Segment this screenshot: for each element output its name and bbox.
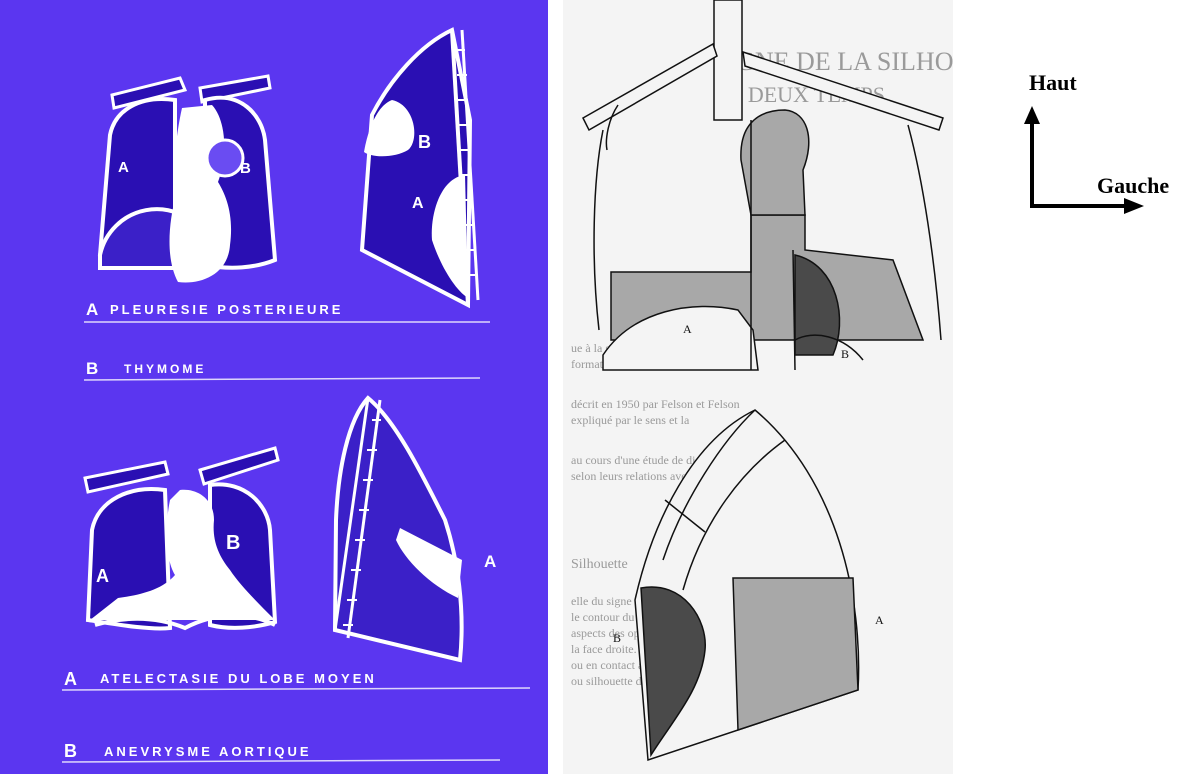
case2-caption-b-letter: B — [64, 741, 80, 761]
case1-frontal-label-a: A — [118, 159, 129, 176]
case2-frontal-label-b: B — [226, 532, 240, 554]
ghost-line: expliqué par le sens et la — [571, 413, 690, 427]
case2-lateral-label-a: A — [484, 552, 496, 571]
ghost-line: Silhouette — [571, 557, 628, 572]
frontal-label-b: B — [841, 347, 849, 361]
orientation-legend: Haut Gauche — [1020, 60, 1201, 260]
scanned-diagram: SIGNE DE LA SILHOUETTE DE L EN DEUX TEMP… — [563, 0, 953, 774]
case1-caption-b-text: THYMOME — [124, 362, 206, 376]
teaching-slide: A B B A A PLEURESIE POSTERIEURE B THYMOM… — [0, 0, 548, 774]
case1-caption-a-letter: A — [86, 300, 101, 319]
case2-caption-a-letter: A — [64, 669, 80, 689]
axis-arrows — [1020, 60, 1201, 260]
ghost-line: décrit en 1950 par Felson et Felson — [571, 397, 740, 411]
case1-caption-a-text: PLEURESIE POSTERIEURE — [110, 302, 343, 317]
case1-caption-b-letter: B — [86, 359, 101, 378]
case1-lateral-label-a: A — [412, 195, 424, 212]
lateral-label-b: B — [613, 631, 621, 645]
case2-frontal-label-a: A — [96, 566, 109, 586]
case1-lateral-label-b: B — [418, 132, 431, 152]
case2-caption-a-text: ATELECTASIE DU LOBE MOYEN — [100, 671, 377, 686]
lateral-label-a: A — [875, 613, 884, 627]
frontal-label-a: A — [683, 322, 692, 336]
case1-frontal-label-b: B — [240, 160, 251, 177]
case2-caption-b-text: ANEVRYSME AORTIQUE — [104, 744, 312, 759]
